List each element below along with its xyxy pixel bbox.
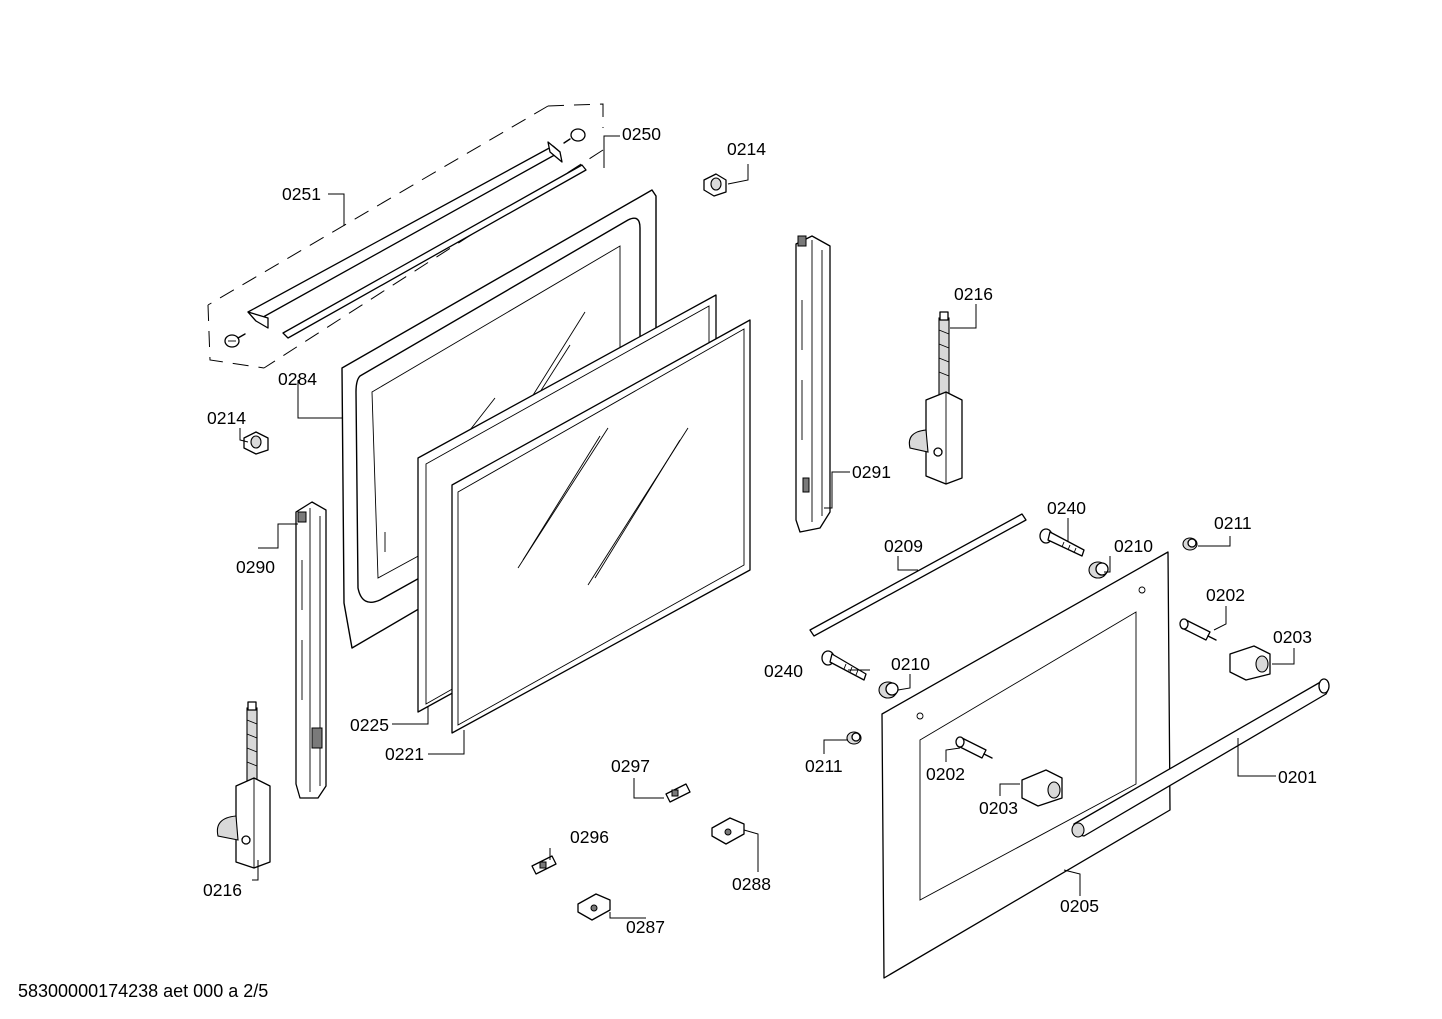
label-0251: 0251 [282,184,321,204]
label-0288: 0288 [732,874,771,894]
screw-icon [1039,528,1085,557]
right-side-profile [795,235,831,533]
left-side-profile [295,501,327,799]
label-0203-lower: 0203 [979,798,1018,818]
label-0202-upper: 0202 [1206,585,1245,605]
label-0202-lower: 0202 [926,764,965,784]
label-0210-upper: 0210 [1114,536,1153,556]
label-0296: 0296 [570,827,609,847]
label-0214-upper: 0214 [727,139,766,159]
leader-lines [239,135,1295,919]
nut-icon [846,731,862,745]
nut-icon [1182,537,1198,551]
label-0211-lower: 0211 [805,756,843,776]
bracket-0296 [531,855,557,875]
document-id-footer: 58300000174238 aet 000 a 2/5 [18,981,269,1001]
label-0203-upper: 0203 [1273,627,1312,647]
label-0297: 0297 [611,756,650,776]
screw-icon [563,128,586,144]
outer-door-panel [881,551,1171,979]
label-0290: 0290 [236,557,275,577]
label-0287: 0287 [626,917,665,937]
door-seal-strip [809,513,1027,637]
label-0216-lower: 0216 [203,880,242,900]
door-handle [1071,678,1330,838]
label-0284: 0284 [278,369,317,389]
top-trim-assembly [207,103,604,369]
label-0205: 0205 [1060,896,1099,916]
hinge-upper [908,311,963,485]
label-0221: 0221 [385,744,424,764]
label-0210-lower: 0210 [891,654,930,674]
hinge-lower [216,701,271,869]
label-0240-upper: 0240 [1047,498,1086,518]
label-0211-upper: 0211 [1214,513,1252,533]
label-0214-lower: 0214 [207,408,246,428]
label-0225: 0225 [350,715,389,735]
label-0216-upper: 0216 [954,284,993,304]
pin-icon [1179,618,1217,641]
pin-icon [955,736,993,759]
screw-icon [224,333,246,348]
label-0291: 0291 [852,462,891,482]
end-cap-icon [1021,769,1063,807]
label-0240-lower: 0240 [764,661,803,681]
clip-lower [243,431,269,455]
clip-upper [703,173,727,197]
screw-icon [821,650,867,681]
label-0250: 0250 [622,124,661,144]
label-0209: 0209 [884,536,923,556]
spacer-washer [1088,561,1109,579]
spacer-washer [878,681,899,699]
label-0201: 0201 [1278,767,1317,787]
glass-pane-front [451,319,751,734]
end-cap-icon [1229,645,1271,681]
bracket-0288 [711,817,745,845]
bracket-0297 [665,783,691,803]
bracket-0287 [577,893,611,921]
